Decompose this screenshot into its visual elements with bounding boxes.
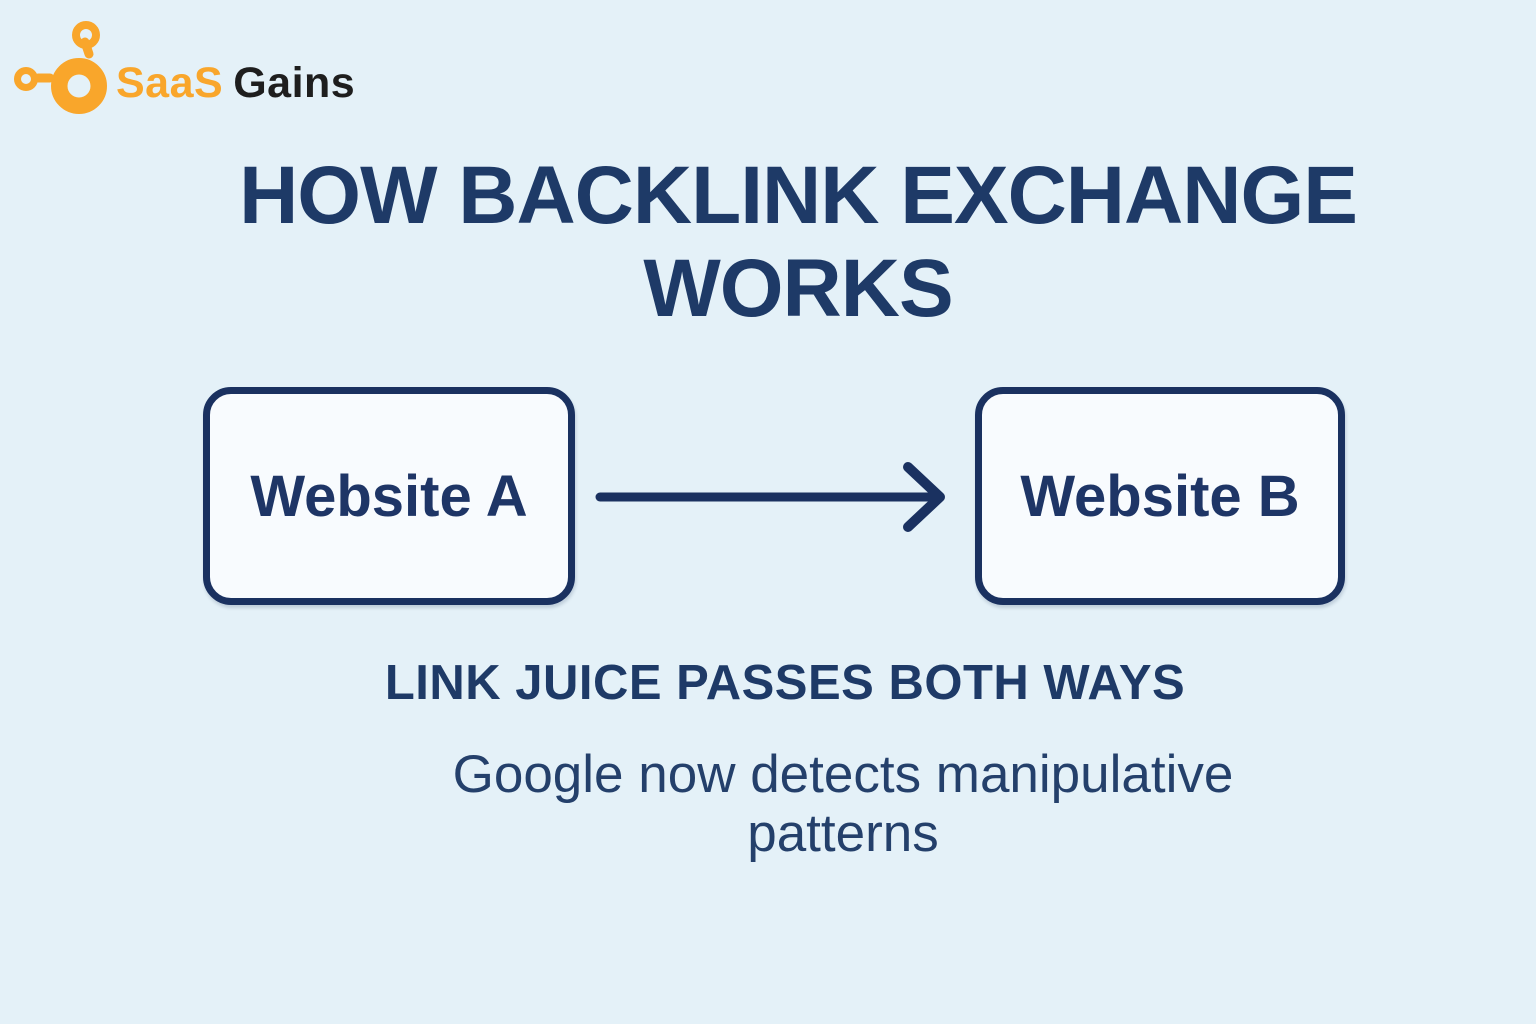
website-a-label: Website A: [250, 463, 528, 529]
brand-word-gains: Gains: [233, 59, 356, 107]
caption-body-line1: Google now detects manipulative: [452, 745, 1234, 804]
caption-body: Google now detects manipulative patterns: [453, 745, 1234, 863]
brand-word-saas: SaaS: [116, 59, 224, 107]
caption-body-line2: patterns: [747, 804, 939, 863]
caption-heading: LINK JUICE PASSES BOTH WAYS: [384, 656, 1186, 710]
page-title: HOW BACKLINK EXCHANGE WORKS: [30, 149, 1536, 335]
website-a-node: Website A: [203, 387, 575, 605]
saasgains-molecule-icon: [14, 21, 107, 114]
page-title-line2: WORKS: [643, 243, 953, 334]
website-b-node: Website B: [975, 387, 1345, 605]
page-title-line1: HOW BACKLINK EXCHANGE: [239, 150, 1358, 241]
arrow-right-icon: [595, 462, 945, 532]
website-b-label: Website B: [1020, 463, 1300, 529]
